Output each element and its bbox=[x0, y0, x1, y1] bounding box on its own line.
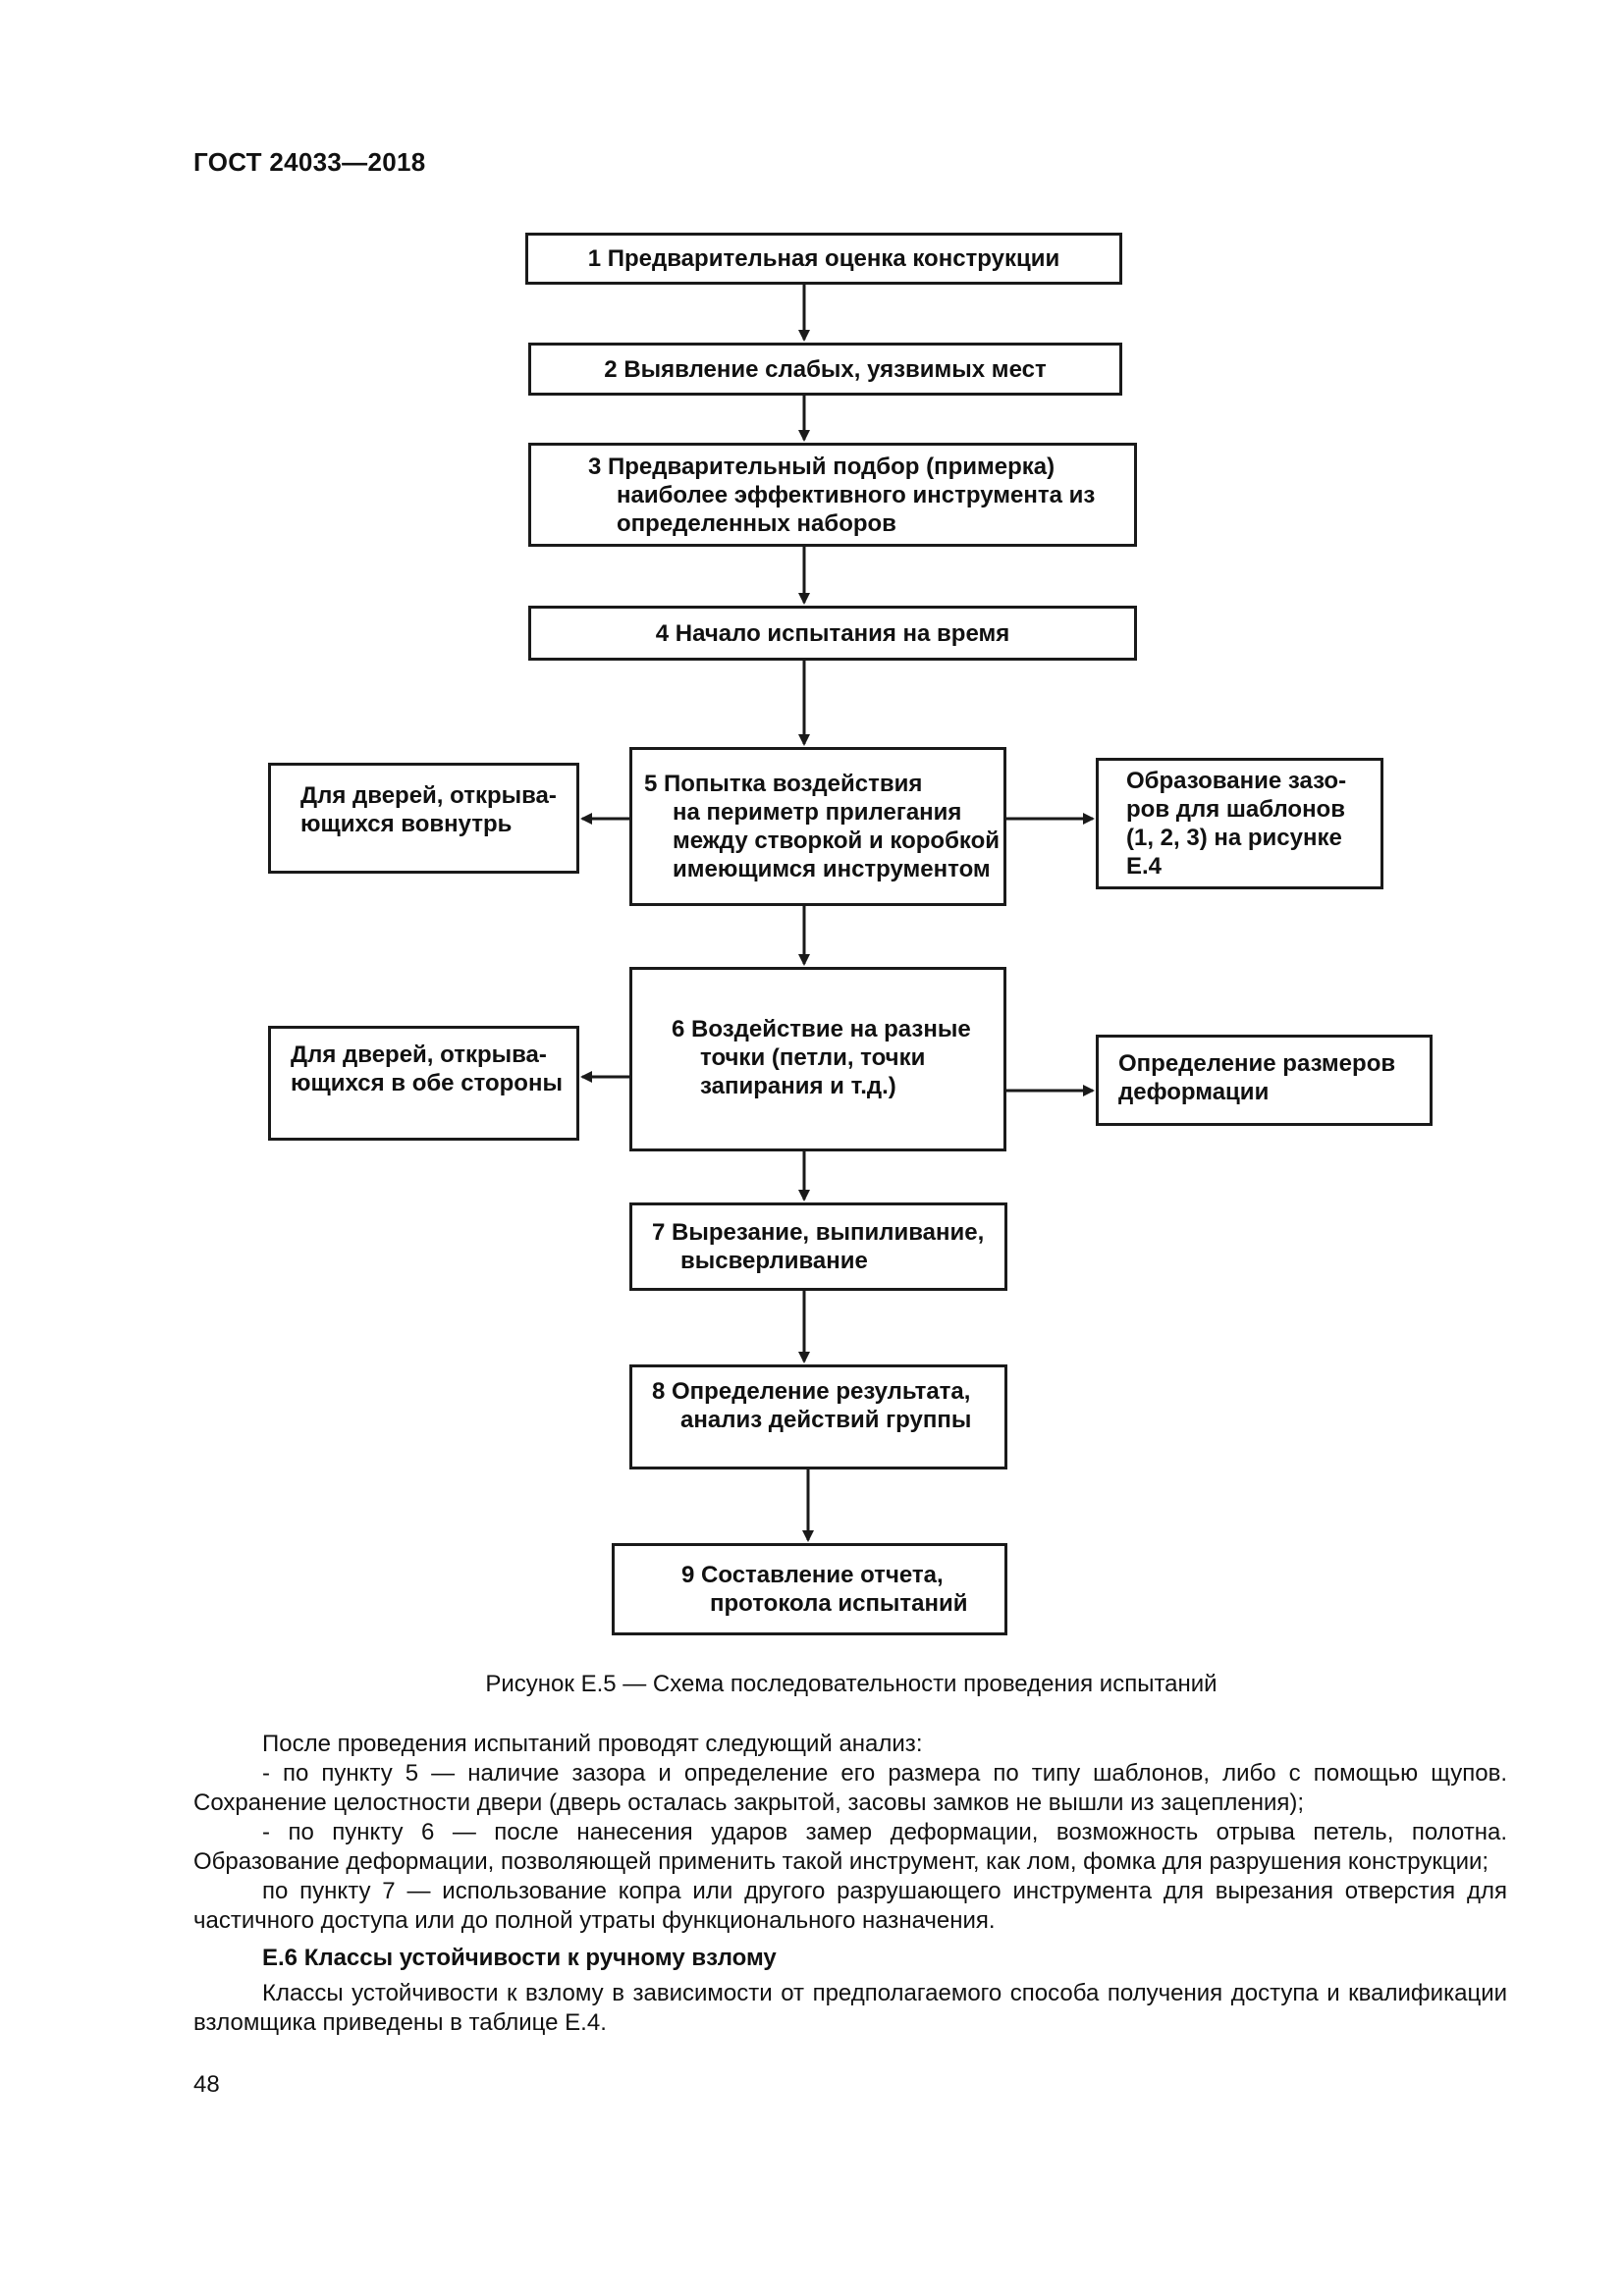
step-2-text: 2 Выявление слабых, уязвимых мест bbox=[604, 355, 1047, 383]
step-8-box: 8 Определение результата, анализ действи… bbox=[629, 1364, 1007, 1469]
step-3-line-3: определенных наборов bbox=[617, 509, 896, 537]
flowchart: 1 Предварительная оценка конструкции 2 В… bbox=[268, 233, 1433, 1635]
step-5-line-2: на периметр прилегания bbox=[673, 799, 962, 826]
paragraph-item-7: по пункту 7 — использование копра или др… bbox=[193, 1878, 1507, 1934]
step-3-line-2: наиболее эффективного инструмента из bbox=[617, 481, 1096, 508]
step-5-line-3: между створкой и коробкой bbox=[673, 828, 1001, 854]
step-5-right-line-1: Образование зазо- bbox=[1126, 768, 1347, 794]
step-1-text: 1 Предварительная оценка конструкции bbox=[587, 245, 1060, 272]
figure-caption: Рисунок Е.5 — Схема последовательности п… bbox=[485, 1671, 1218, 1697]
body-text: После проведения испытаний проводят след… bbox=[193, 1730, 1507, 2038]
step-5-right-box: Образование зазо- ров для шаблонов (1, 2… bbox=[1096, 758, 1383, 889]
step-1-box: 1 Предварительная оценка конструкции bbox=[525, 233, 1122, 285]
step-5-left-box: Для дверей, открыва- ющихся вовнутрь bbox=[268, 763, 579, 874]
paragraph-intro: После проведения испытаний проводят след… bbox=[262, 1731, 923, 1757]
step-6-right-box: Определение размеров деформации bbox=[1096, 1035, 1433, 1126]
step-9-box: 9 Составление отчета, протокола испытани… bbox=[612, 1543, 1007, 1635]
paragraph-item-6: - по пункту 6 — после нанесения ударов з… bbox=[193, 1819, 1507, 1875]
step-6-box: 6 Воздействие на разные точки (петли, то… bbox=[629, 967, 1006, 1151]
step-5-box: 5 Попытка воздействия на периметр прилег… bbox=[629, 747, 1006, 906]
step-5-right-line-3: (1, 2, 3) на рисунке bbox=[1126, 825, 1342, 851]
step-7-line-1: 7 Вырезание, выпиливание, bbox=[652, 1219, 985, 1246]
step-2-box: 2 Выявление слабых, уязвимых мест bbox=[528, 343, 1122, 396]
step-7-box: 7 Вырезание, выпиливание, высверливание bbox=[629, 1202, 1007, 1291]
paragraph-classes: Классы устойчивости к взлому в зависимос… bbox=[193, 1980, 1507, 2036]
step-5-left-line-1: Для дверей, открыва- bbox=[300, 782, 557, 809]
step-6-line-1: 6 Воздействие на разные bbox=[672, 1016, 971, 1042]
page-number: 48 bbox=[193, 2071, 220, 2098]
flowchart-arrows bbox=[580, 285, 1095, 1542]
step-6-right-line-1: Определение размеров bbox=[1118, 1050, 1396, 1077]
step-5-right-line-4: Е.4 bbox=[1126, 853, 1163, 880]
step-7-line-2: высверливание bbox=[680, 1248, 868, 1274]
step-8-line-1: 8 Определение результата, bbox=[652, 1378, 971, 1405]
step-5-line-1: 5 Попытка воздействия bbox=[644, 771, 923, 797]
step-9-line-2: протокола испытаний bbox=[710, 1590, 968, 1617]
step-3-box: 3 Предварительный подбор (примерка) наиб… bbox=[528, 443, 1137, 547]
section-heading: Е.6 Классы устойчивости к ручному взлому bbox=[262, 1945, 777, 1971]
step-5-line-4: имеющимся инструментом bbox=[673, 856, 991, 882]
step-9-line-1: 9 Составление отчета, bbox=[681, 1562, 944, 1588]
step-8-line-2: анализ действий группы bbox=[680, 1407, 972, 1433]
step-5-right-line-2: ров для шаблонов bbox=[1126, 796, 1345, 823]
step-6-left-line-1: Для дверей, открыва- bbox=[291, 1041, 547, 1068]
step-4-box: 4 Начало испытания на время bbox=[528, 606, 1137, 661]
step-6-left-line-2: ющихся в обе стороны bbox=[291, 1070, 563, 1096]
step-4-text: 4 Начало испытания на время bbox=[655, 619, 1010, 647]
step-6-line-2: точки (петли, точки bbox=[700, 1044, 926, 1071]
step-6-left-box: Для дверей, открыва- ющихся в обе сторон… bbox=[268, 1026, 579, 1141]
step-5-left-line-2: ющихся вовнутрь bbox=[300, 811, 513, 837]
step-6-line-3: запирания и т.д.) bbox=[700, 1073, 896, 1099]
paragraph-item-5: - по пункту 5 — наличие зазора и определ… bbox=[193, 1760, 1507, 1816]
step-3-line-1: 3 Предварительный подбор (примерка) bbox=[588, 453, 1056, 480]
document-header: ГОСТ 24033—2018 bbox=[193, 147, 426, 177]
step-6-right-line-2: деформации bbox=[1118, 1079, 1270, 1105]
